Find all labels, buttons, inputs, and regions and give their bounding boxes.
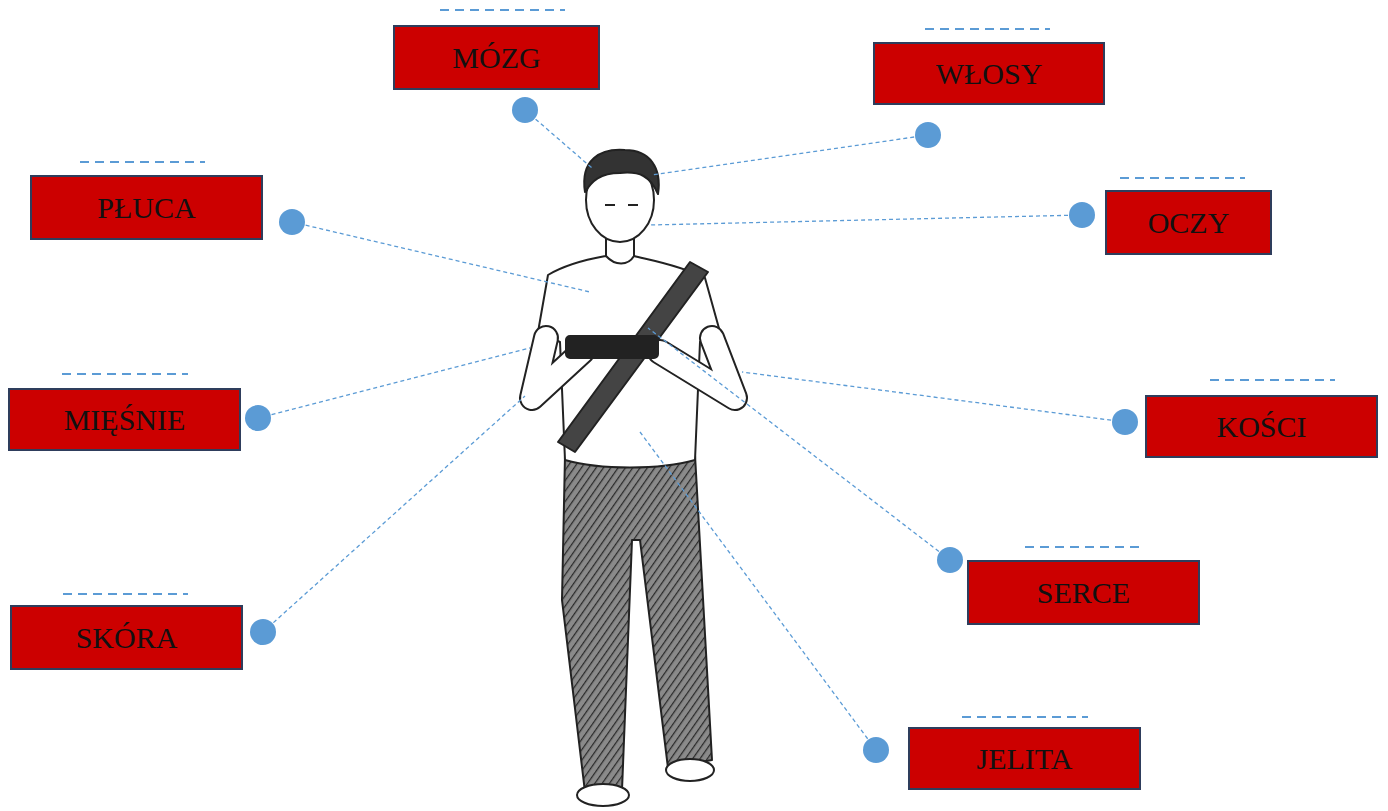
label-box: OCZY (1105, 190, 1272, 255)
leader-line (650, 215, 1082, 225)
label-box: SKÓRA (10, 605, 243, 670)
leader-dot (1112, 409, 1138, 435)
leader-dot (250, 619, 276, 645)
leader-dot (937, 547, 963, 573)
label-box: MIĘŚNIE (8, 388, 241, 451)
leader-lines (258, 110, 1125, 750)
answer-line (925, 28, 1050, 30)
answer-line (1025, 546, 1145, 548)
label-box: SERCE (967, 560, 1200, 625)
leader-dot (279, 209, 305, 235)
organ-label: KOŚCI (1216, 410, 1306, 443)
answer-line (62, 373, 188, 375)
label-box: WŁOSY (873, 42, 1105, 105)
arm (660, 338, 735, 398)
eyes (605, 204, 638, 206)
answer-line (63, 593, 188, 595)
answer-line (440, 9, 565, 11)
answer-line (80, 161, 205, 163)
leader-dot (863, 737, 889, 763)
answer-line (1210, 379, 1335, 381)
label-box: JELITA (908, 727, 1141, 790)
organ-label: JELITA (977, 742, 1073, 775)
person-sketch (532, 150, 735, 806)
leader-line (742, 372, 1125, 422)
leader-line (652, 135, 928, 175)
leader-line (258, 348, 530, 418)
tablet (566, 336, 658, 358)
shoe (666, 759, 714, 781)
jeans (562, 455, 712, 792)
organ-label: OCZY (1148, 206, 1230, 239)
label-box: MÓZG (393, 25, 600, 90)
label-box: KOŚCI (1145, 395, 1378, 458)
leader-line (525, 110, 592, 168)
leader-line (292, 222, 590, 292)
organ-label: WŁOSY (936, 57, 1043, 90)
organ-label: SKÓRA (76, 621, 178, 654)
leader-line (640, 432, 876, 750)
arm (660, 338, 735, 398)
answer-line (1120, 177, 1245, 179)
leader-dot (1069, 202, 1095, 228)
leader-dot (512, 97, 538, 123)
leader-dot (245, 405, 271, 431)
organ-label: SERCE (1037, 576, 1130, 609)
organ-label: MIĘŚNIE (64, 403, 186, 436)
label-box: PŁUCA (30, 175, 263, 240)
leader-dot (915, 122, 941, 148)
answer-line (962, 716, 1088, 718)
organ-label: MÓZG (452, 41, 540, 74)
leader-dots (245, 97, 1138, 763)
hair (584, 150, 659, 194)
leader-line (263, 396, 525, 632)
organ-label: PŁUCA (97, 191, 195, 224)
shoe (577, 784, 629, 806)
leader-line (648, 328, 950, 560)
